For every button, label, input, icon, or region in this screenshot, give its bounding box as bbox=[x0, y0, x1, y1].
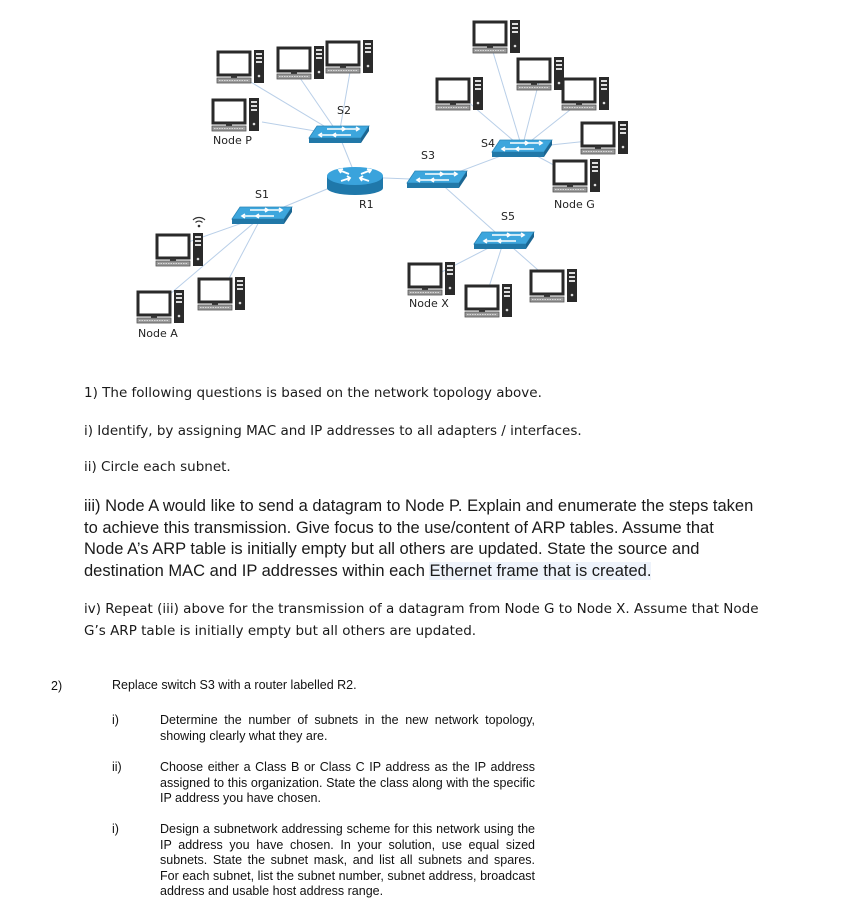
label-node-p: Node P bbox=[213, 134, 252, 147]
switch-s2-icon bbox=[308, 125, 370, 144]
pc-icon bbox=[434, 75, 485, 112]
q1-part-iii-text: iii) Node A would like to send a datagra… bbox=[84, 497, 754, 580]
label-s3: S3 bbox=[421, 149, 435, 162]
q2-number: 2) bbox=[51, 679, 63, 693]
label-r1: R1 bbox=[359, 198, 374, 211]
q2-item-3-text: Design a subnetwork addressing scheme fo… bbox=[160, 822, 535, 898]
label-node-g: Node G bbox=[554, 198, 595, 211]
switch-s5-icon bbox=[473, 231, 535, 250]
label-s2: S2 bbox=[337, 104, 351, 117]
label-node-x: Node X bbox=[409, 297, 449, 310]
label-s4: S4 bbox=[481, 137, 495, 150]
q2-item-1-number: i) bbox=[112, 713, 119, 727]
q2-item-3-number: i) bbox=[112, 822, 119, 836]
pc-icon bbox=[471, 18, 522, 55]
network-topology-diagram: S2 Node P S1 R1 S3 S4 S5 Node G Node X N… bbox=[135, 18, 630, 340]
pc-icon bbox=[196, 275, 247, 312]
switch-s1-icon bbox=[231, 206, 293, 225]
pc-icon bbox=[154, 231, 205, 268]
node-g-computer-icon bbox=[551, 157, 602, 194]
q1-part-iv: iv) Repeat (iii) above for the transmiss… bbox=[84, 601, 759, 639]
pc-icon bbox=[515, 55, 566, 92]
router-r1-icon bbox=[327, 167, 383, 195]
pc-icon bbox=[275, 44, 326, 81]
q1-intro: 1) The following questions is based on t… bbox=[84, 385, 542, 401]
q2-item-2-text: Choose either a Class B or Class C IP ad… bbox=[160, 760, 535, 805]
label-s1: S1 bbox=[255, 188, 269, 201]
q2-intro: Replace switch S3 with a router labelled… bbox=[112, 678, 357, 692]
pc-icon bbox=[528, 267, 579, 304]
q1-part-i: i) Identify, by assigning MAC and IP add… bbox=[84, 423, 582, 439]
pc-icon bbox=[215, 48, 266, 85]
label-node-a: Node A bbox=[138, 327, 178, 340]
pc-icon bbox=[579, 119, 630, 156]
node-x-computer-icon bbox=[406, 260, 457, 297]
node-p-computer-icon bbox=[210, 96, 261, 133]
wifi-icon bbox=[192, 216, 206, 228]
node-a-computer-icon bbox=[135, 288, 186, 325]
pc-icon bbox=[560, 75, 611, 112]
switch-s4-icon bbox=[491, 139, 553, 158]
q2-item-1-text: Determine the number of subnets in the n… bbox=[160, 713, 535, 743]
q1-part-iii: iii) Node A would like to send a datagra… bbox=[84, 496, 754, 582]
q1-part-ii: ii) Circle each subnet. bbox=[84, 459, 231, 475]
q2-item-2-number: ii) bbox=[112, 760, 122, 774]
switch-s3-icon bbox=[406, 170, 468, 189]
q1-part-iii-highlight: Ethernet frame that is created. bbox=[429, 561, 652, 580]
pc-icon bbox=[324, 38, 375, 75]
label-s5: S5 bbox=[501, 210, 515, 223]
pc-icon bbox=[463, 282, 514, 319]
